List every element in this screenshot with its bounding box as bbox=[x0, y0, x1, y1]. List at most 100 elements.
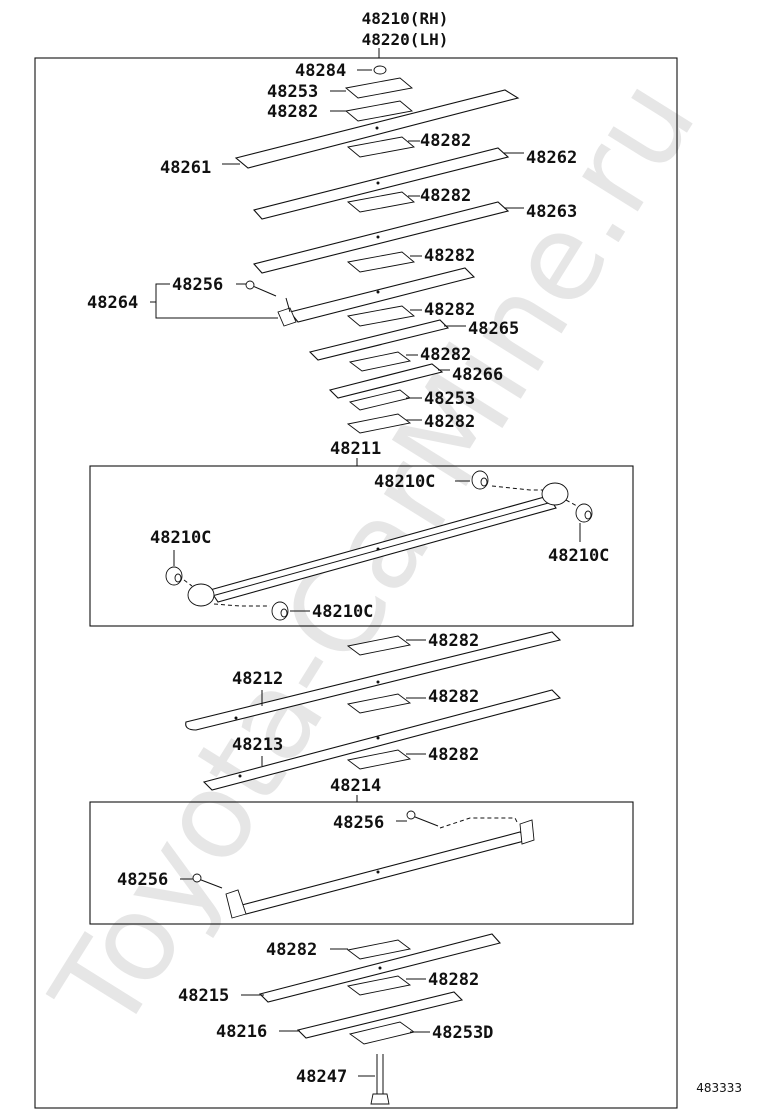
leader-48256-a-bracket bbox=[155, 283, 170, 302]
leaf-hole bbox=[376, 290, 380, 294]
label-48215[interactable]: 48215 bbox=[178, 986, 229, 1006]
assembly-part-lh[interactable]: 48220(LH) bbox=[362, 30, 449, 49]
dash-2 bbox=[565, 499, 578, 507]
leaf-hole bbox=[238, 774, 242, 778]
label-48282-l[interactable]: 48282 bbox=[428, 970, 479, 990]
leaf-48262-shape bbox=[252, 147, 510, 220]
eye-rear-shape bbox=[541, 482, 569, 506]
label-48282-f[interactable]: 48282 bbox=[420, 345, 471, 365]
label-48256-a[interactable]: 48256 bbox=[172, 275, 223, 295]
label-48282-b[interactable]: 48282 bbox=[420, 131, 471, 151]
label-48256-c[interactable]: 48256 bbox=[117, 870, 168, 890]
dash-5 bbox=[439, 817, 519, 829]
leaf-hole bbox=[375, 126, 379, 130]
leaf-hole bbox=[234, 716, 238, 720]
label-48253-mid[interactable]: 48253 bbox=[424, 389, 475, 409]
bolt-48247-head bbox=[370, 1093, 390, 1105]
label-48282-c[interactable]: 48282 bbox=[420, 186, 471, 206]
dash-1 bbox=[491, 485, 543, 491]
bolt-head bbox=[192, 873, 202, 883]
leaf-48212-shape bbox=[185, 631, 562, 731]
eye-front-shape bbox=[187, 583, 215, 607]
pad-48282-a-shape bbox=[344, 100, 414, 122]
clip-48214-rear-shape bbox=[519, 819, 535, 845]
leaf-hole bbox=[376, 547, 380, 551]
leaf-hole bbox=[376, 181, 380, 185]
leaf-48214-shape bbox=[236, 831, 530, 915]
pad-48282-e-shape bbox=[346, 305, 416, 327]
assembly-part-rh[interactable]: 48210(RH) bbox=[362, 9, 449, 28]
main-leaf-box bbox=[89, 465, 634, 627]
leaf-48266-shape bbox=[328, 363, 444, 399]
label-48282-k[interactable]: 48282 bbox=[266, 940, 317, 960]
pad-48282-k-shape bbox=[346, 939, 412, 960]
label-48210c-2[interactable]: 48210C bbox=[548, 546, 609, 566]
pad-48282-b-shape bbox=[346, 136, 416, 158]
leaf-48213-shape bbox=[202, 689, 562, 791]
bushing-hole bbox=[480, 477, 488, 487]
dash-4 bbox=[213, 603, 270, 607]
leaf-48265-shape bbox=[308, 319, 450, 361]
label-48210c-1[interactable]: 48210C bbox=[374, 472, 435, 492]
leaf-48211-edge bbox=[211, 501, 553, 597]
pad-48282-j-shape bbox=[346, 749, 412, 770]
bolt-head bbox=[245, 280, 255, 290]
leader-48264 bbox=[150, 301, 278, 319]
bushing-hole bbox=[174, 573, 182, 583]
label-48253d[interactable]: 48253D bbox=[432, 1023, 493, 1043]
bushing-hole bbox=[280, 608, 288, 618]
label-48213[interactable]: 48213 bbox=[232, 735, 283, 755]
label-48211[interactable]: 48211 bbox=[330, 439, 381, 459]
label-48253-top[interactable]: 48253 bbox=[267, 82, 318, 102]
label-48210c-3[interactable]: 48210C bbox=[150, 528, 211, 548]
clip-48264-shape bbox=[277, 307, 297, 327]
leaf-hole bbox=[376, 680, 380, 684]
label-48282-g[interactable]: 48282 bbox=[424, 412, 475, 432]
label-48282-e[interactable]: 48282 bbox=[424, 300, 475, 320]
label-48282-d[interactable]: 48282 bbox=[424, 246, 475, 266]
leaf-hole bbox=[376, 235, 380, 239]
dash-3 bbox=[183, 579, 193, 587]
pad-48282-h-shape bbox=[346, 635, 412, 656]
diagram-code: 483333 bbox=[696, 1081, 742, 1095]
clip-48214-front-shape bbox=[225, 889, 247, 919]
label-48282-i[interactable]: 48282 bbox=[428, 687, 479, 707]
label-48261[interactable]: 48261 bbox=[160, 158, 211, 178]
leaf-48264-shape bbox=[289, 267, 476, 323]
label-48266[interactable]: 48266 bbox=[452, 365, 503, 385]
leaf-hole bbox=[378, 966, 382, 970]
leaf-48263-shape bbox=[252, 201, 510, 274]
nut-48284-shape bbox=[373, 65, 387, 75]
pad-48282-g-shape bbox=[346, 413, 412, 434]
label-48265[interactable]: 48265 bbox=[468, 319, 519, 339]
leaf-hole bbox=[376, 736, 380, 740]
clip-post bbox=[285, 297, 291, 313]
label-48214[interactable]: 48214 bbox=[330, 776, 381, 796]
pad-48253-top-shape bbox=[344, 77, 414, 99]
pad-48282-d-shape bbox=[346, 251, 416, 273]
assembly-frame bbox=[34, 57, 678, 1109]
label-48212[interactable]: 48212 bbox=[232, 669, 283, 689]
leaf-hole bbox=[376, 870, 380, 874]
label-48210c-4[interactable]: 48210C bbox=[312, 602, 373, 622]
leaf-48214-box bbox=[89, 801, 634, 925]
label-48256-b[interactable]: 48256 bbox=[333, 813, 384, 833]
pad-48282-l-shape bbox=[346, 975, 412, 996]
label-48264[interactable]: 48264 bbox=[87, 293, 138, 313]
label-48263[interactable]: 48263 bbox=[526, 202, 577, 222]
leaf-48216-shape bbox=[296, 991, 464, 1039]
pad-48282-c-shape bbox=[346, 191, 416, 213]
label-48284[interactable]: 48284 bbox=[295, 61, 346, 81]
bolt-head bbox=[406, 810, 416, 820]
label-48247[interactable]: 48247 bbox=[296, 1067, 347, 1087]
pad-48282-i-shape bbox=[346, 693, 412, 714]
label-48282-j[interactable]: 48282 bbox=[428, 745, 479, 765]
pad-48282-f-shape bbox=[348, 351, 412, 372]
label-48216[interactable]: 48216 bbox=[216, 1022, 267, 1042]
bushing-hole bbox=[584, 510, 592, 520]
label-48282-a[interactable]: 48282 bbox=[267, 102, 318, 122]
label-48262[interactable]: 48262 bbox=[526, 148, 577, 168]
label-48282-h[interactable]: 48282 bbox=[428, 631, 479, 651]
